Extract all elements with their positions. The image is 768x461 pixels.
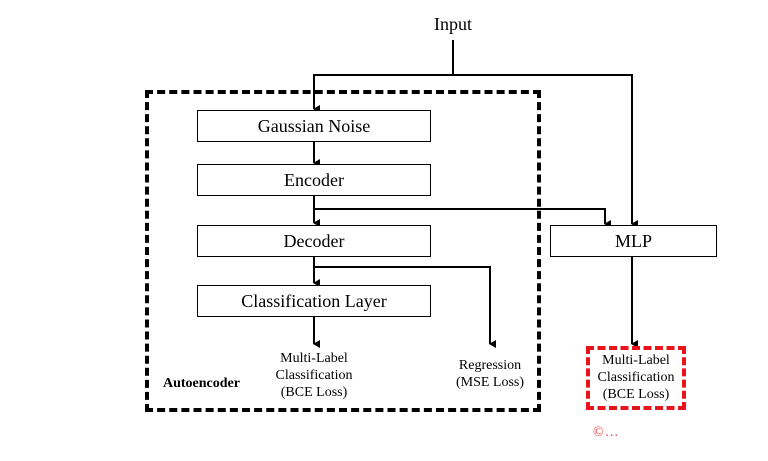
regression-line-1: Regression [458, 358, 522, 373]
mlp-classification-line-3: (BCE Loss) [602, 387, 670, 402]
ae-classification-line-1: Multi-Label [280, 351, 348, 366]
regression-line-2: (MSE Loss) [455, 375, 525, 390]
decoder-box: Decoder [197, 225, 431, 257]
ae-classification-line-2: Classification [275, 368, 353, 383]
ae-classification-output: Multi-Label Classification (BCE Loss) [258, 350, 370, 401]
autoencoder-frame [145, 90, 541, 412]
gaussian-noise-box: Gaussian Noise [197, 110, 431, 142]
mlp-classification-output: Multi-Label Classification (BCE Loss) [586, 352, 686, 403]
encoder-box: Encoder [197, 164, 431, 196]
classification-layer-box: Classification Layer [197, 285, 431, 317]
mlp-classification-line-2: Classification [597, 370, 675, 385]
input-label: Input [434, 14, 472, 34]
ae-classification-line-3: (BCE Loss) [280, 385, 348, 400]
input-to-mlp-line [453, 74, 638, 228]
mlp-output-highlight-frame [586, 346, 686, 410]
mlp-classification-line-1: Multi-Label [602, 353, 670, 368]
decoder-to-regression-line [314, 266, 496, 348]
autoencoder-label: Autoencoder [163, 376, 240, 391]
watermark: ©… [593, 425, 625, 440]
mlp-box: MLP [550, 225, 717, 257]
encoder-to-mlp-line [314, 208, 611, 228]
regression-output: Regression (MSE Loss) [440, 357, 540, 391]
